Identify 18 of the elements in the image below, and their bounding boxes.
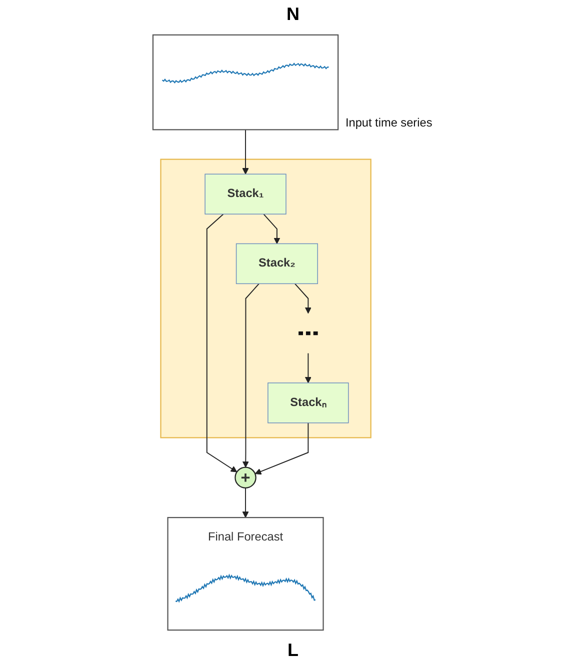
arrow	[242, 129, 250, 174]
arrow	[242, 283, 260, 468]
sum-circle: +	[235, 466, 257, 488]
stack-box: Stack₁	[205, 174, 287, 214]
arrow	[255, 422, 309, 475]
stack-box: Stackₙ	[268, 382, 350, 424]
arrow	[263, 214, 281, 244]
arrow	[294, 283, 312, 314]
dimension-label: L	[288, 640, 298, 661]
ellipsis-dots	[298, 331, 318, 336]
arrow	[242, 487, 250, 518]
chart-caption: Input time series	[346, 116, 433, 130]
arrow	[206, 214, 238, 472]
chart-box: Final Forecast	[168, 516, 324, 631]
arrow	[305, 352, 312, 384]
chart-box	[152, 34, 339, 130]
stack-box: Stack₂	[236, 243, 318, 284]
dimension-label: N	[286, 4, 300, 25]
